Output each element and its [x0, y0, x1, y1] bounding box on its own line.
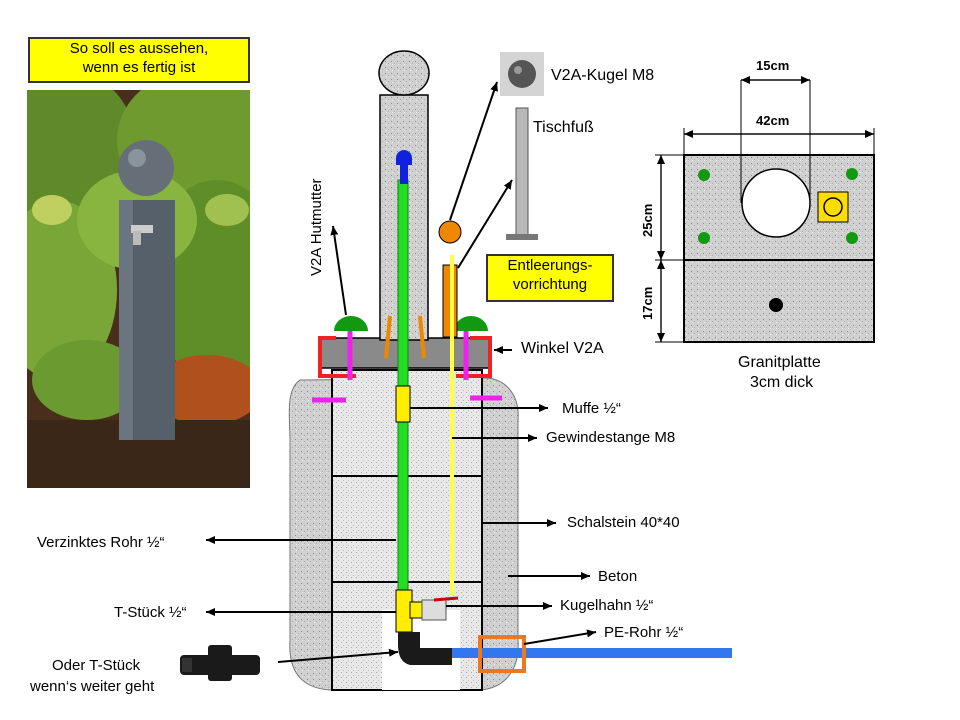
t-piece-branch — [409, 601, 423, 619]
steel-ball — [508, 60, 536, 88]
cap-nut-right — [454, 316, 488, 331]
arrow-kugel — [449, 81, 498, 221]
arrow-perohr — [523, 629, 597, 645]
arrow-hutmutter — [330, 225, 347, 316]
label-entleerung: Entleerungs- vorrichtung — [486, 254, 614, 302]
dim-42cm: 42cm — [756, 113, 790, 128]
bolt-hole — [698, 232, 710, 244]
label-oder-line1: Oder T-Stück — [52, 657, 141, 674]
bolt-hole — [846, 168, 858, 180]
label-winkel: Winkel V2A — [521, 340, 604, 357]
bolt-hole — [846, 232, 858, 244]
table-leg — [515, 107, 529, 237]
galvanized-pipe — [397, 179, 409, 591]
ball-valve-body — [421, 599, 447, 621]
pe-pipe — [452, 648, 732, 658]
bolt-hole — [698, 169, 710, 181]
column-ball — [378, 50, 430, 96]
granite-caption-line1: Granitplatte — [738, 354, 821, 371]
label-oder-line2: wenn‘s weiter geht — [30, 678, 155, 695]
label-beton: Beton — [598, 568, 638, 585]
granite-caption-line2: 3cm dick — [750, 374, 814, 391]
label-muffe: Muffe ½“ — [562, 400, 621, 417]
finished-fountain-photo — [27, 90, 250, 488]
drain-ball — [438, 220, 462, 244]
label-gewindestange: Gewindestange M8 — [546, 429, 676, 446]
label-entleerung-line2: vorrichtung — [512, 276, 588, 293]
label-kugelhahn: Kugelhahn ½“ — [560, 597, 654, 614]
column-hole — [741, 168, 811, 238]
elbow-fitting — [398, 632, 452, 665]
coupling — [395, 385, 411, 423]
photo-caption: So soll es aussehen, wenn es fertig ist — [28, 37, 250, 83]
table-leg-base — [506, 234, 538, 240]
pe-sleeve — [478, 635, 526, 673]
dim-15cm: 15cm — [756, 58, 790, 73]
dim-17cm: 17cm — [640, 286, 655, 320]
label-tischfuss: Tischfuß — [533, 119, 594, 136]
label-schalstein: Schalstein 40*40 — [567, 514, 680, 531]
ball-valve-handle — [433, 596, 459, 602]
photo-caption-line2: wenn es fertig ist — [82, 59, 196, 76]
drain-hole-square — [817, 191, 849, 223]
label-t-stueck: T-Stück ½“ — [114, 604, 187, 621]
spacer — [418, 315, 426, 359]
photo-caption-line1: So soll es aussehen, — [69, 40, 209, 57]
photo-illustration — [27, 90, 250, 488]
drain-hole-circle — [823, 197, 843, 217]
bracket-right — [456, 336, 492, 378]
label-pe-rohr: PE-Rohr ½“ — [604, 624, 684, 641]
label-verzinktes-rohr: Verzinktes Rohr ½“ — [37, 534, 165, 551]
arrow-oder — [277, 648, 399, 663]
tap-top — [396, 150, 412, 165]
dim-25cm: 25cm — [640, 203, 655, 237]
label-kugel: V2A-Kugel M8 — [551, 67, 655, 84]
tap-stem — [400, 162, 408, 184]
pipe-hole — [769, 298, 783, 312]
label-entleerung-line1: Entleerungs- — [507, 257, 593, 274]
arrow-tischfuss — [457, 179, 513, 269]
spacer — [384, 315, 392, 359]
bracket-left — [318, 336, 356, 378]
label-hutmutter: V2A Hutmutter — [308, 178, 325, 276]
cap-nut-left — [334, 316, 368, 331]
